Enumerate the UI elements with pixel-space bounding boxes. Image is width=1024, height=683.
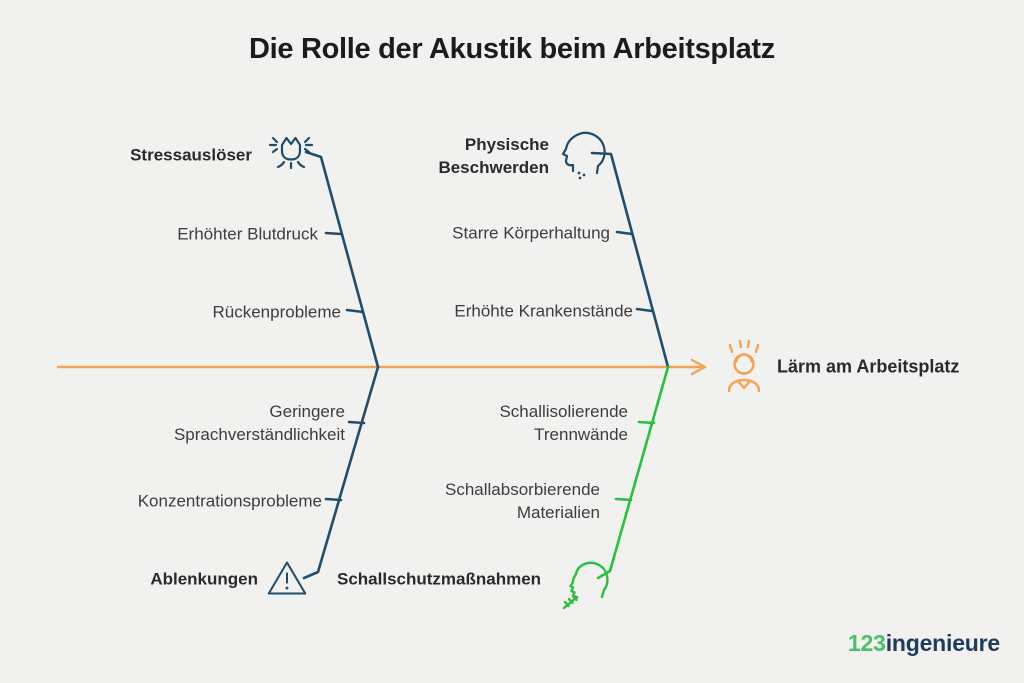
branch-label-protection: Schallschutzmaßnahmen	[337, 569, 542, 589]
quiet-shh-icon	[556, 556, 614, 618]
cause-item: Erhöhter Blutdruck	[177, 224, 318, 244]
branch-label-distraction: Ablenkungen	[150, 569, 258, 589]
cause-item: Rückenprobleme	[212, 302, 341, 322]
solution-item: Schallisolierende Trennwände	[499, 402, 628, 444]
cause-item: Konzentrationsprobleme	[137, 491, 322, 511]
effect-label: Lärm am Arbeitsplatz	[777, 356, 960, 377]
angry-face-icon	[264, 130, 318, 180]
page-title: Die Rolle der Akustik beim Arbeitsplatz	[248, 33, 775, 65]
solution-item: Schallabsorbierende Materialien	[445, 480, 600, 522]
cause-item: Starre Körperhaltung	[452, 223, 610, 243]
spine-arrow	[56, 358, 707, 376]
cause-item: Erhöhte Krankenstände	[454, 301, 633, 321]
logo-number: 123	[847, 630, 886, 656]
coughing-head-icon	[556, 128, 612, 186]
logo-name: ingenieure	[885, 630, 1001, 656]
cause-item: Geringere Sprachverständlichkeit	[173, 402, 345, 444]
warning-triangle-icon	[266, 557, 308, 599]
company-logo: 123ingenieure	[848, 630, 1000, 657]
stressed-person-icon	[718, 336, 770, 394]
branch-label-physical: Physische Beschwerden	[438, 135, 549, 177]
solution-branch	[596, 365, 670, 580]
branch-label-stress: Stressauslöser	[130, 145, 252, 165]
cause-branches	[302, 150, 670, 580]
